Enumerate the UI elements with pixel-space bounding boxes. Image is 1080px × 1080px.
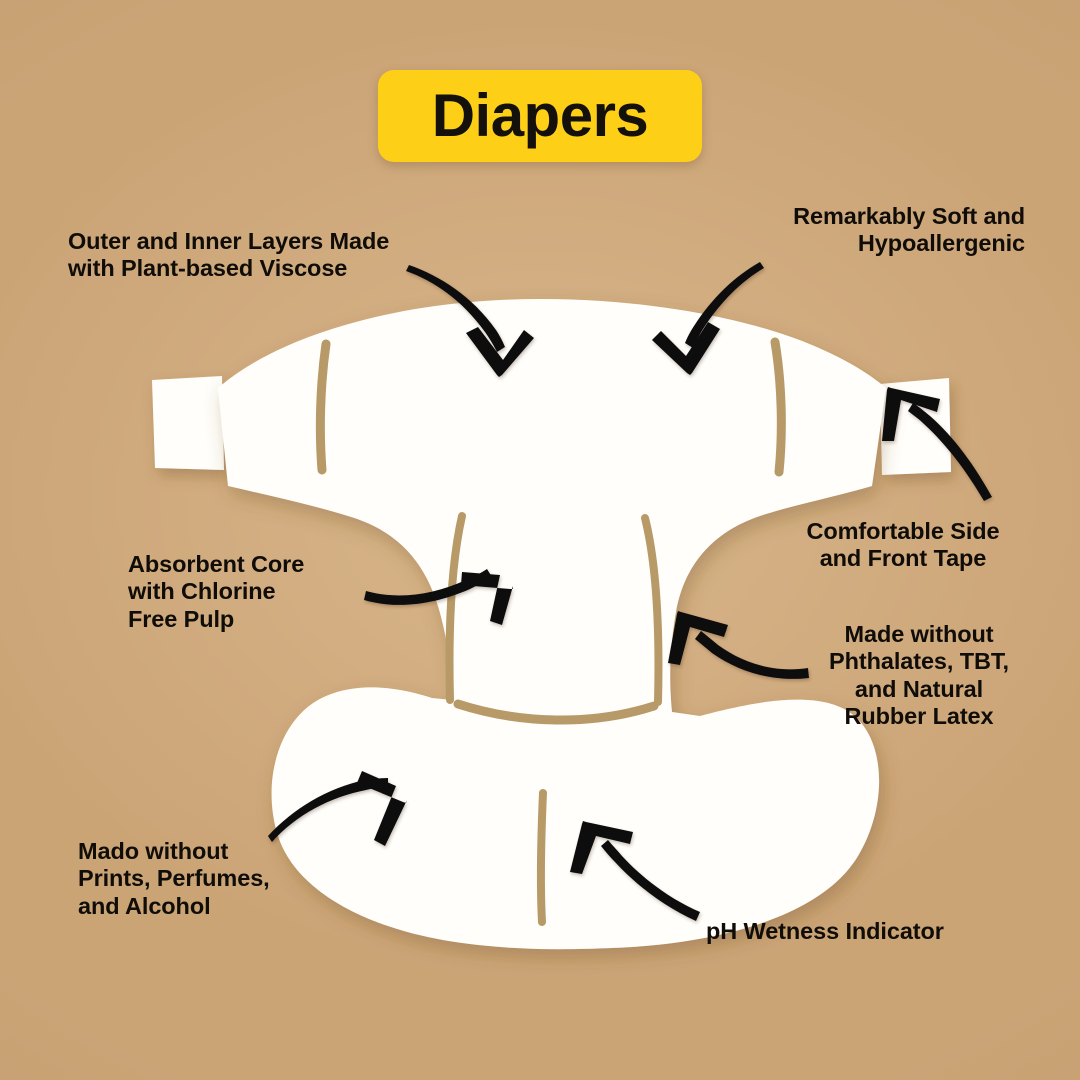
seam-right-top [770,337,786,477]
callout-remarkably-soft: Remarkably Soft and Hypoallergenic [793,203,1025,257]
arrow-absorbent-core [364,569,513,625]
callout-comfortable-side-front-tape: Comfortable Side and Front Tape [806,518,1000,572]
title-badge: Diapers [378,70,702,162]
seam-lines [315,337,786,926]
callout-made-without-phthalates: Made without Phthalates, TBT, and Natura… [829,621,1009,730]
arrow-comfortable-side [882,387,992,501]
seam-ph-indicator [536,789,547,926]
callout-outer-inner-layers: Outer and Inner Layers Made with Plant-b… [68,228,390,282]
seam-left-top [315,339,331,475]
arrow-outer-inner-layers [406,265,534,377]
arrow-made-without-phthalates [668,611,809,679]
arrow-made-without-prints [268,771,407,846]
callout-made-without-prints: Mado without Prints, Perfumes, and Alcoh… [78,838,270,919]
arrow-ph-wetness-indicator [570,821,700,921]
page-title: Diapers [431,82,649,149]
seam-waist [453,699,659,725]
arrow-remarkably-soft [652,262,764,375]
side-tape-left [152,376,224,470]
callout-absorbent-core: Absorbent Core with Chlorine Free Pulp [128,551,305,632]
seam-core-right [641,514,663,706]
callout-ph-wetness-indicator: pH Wetness Indicator [706,918,944,944]
